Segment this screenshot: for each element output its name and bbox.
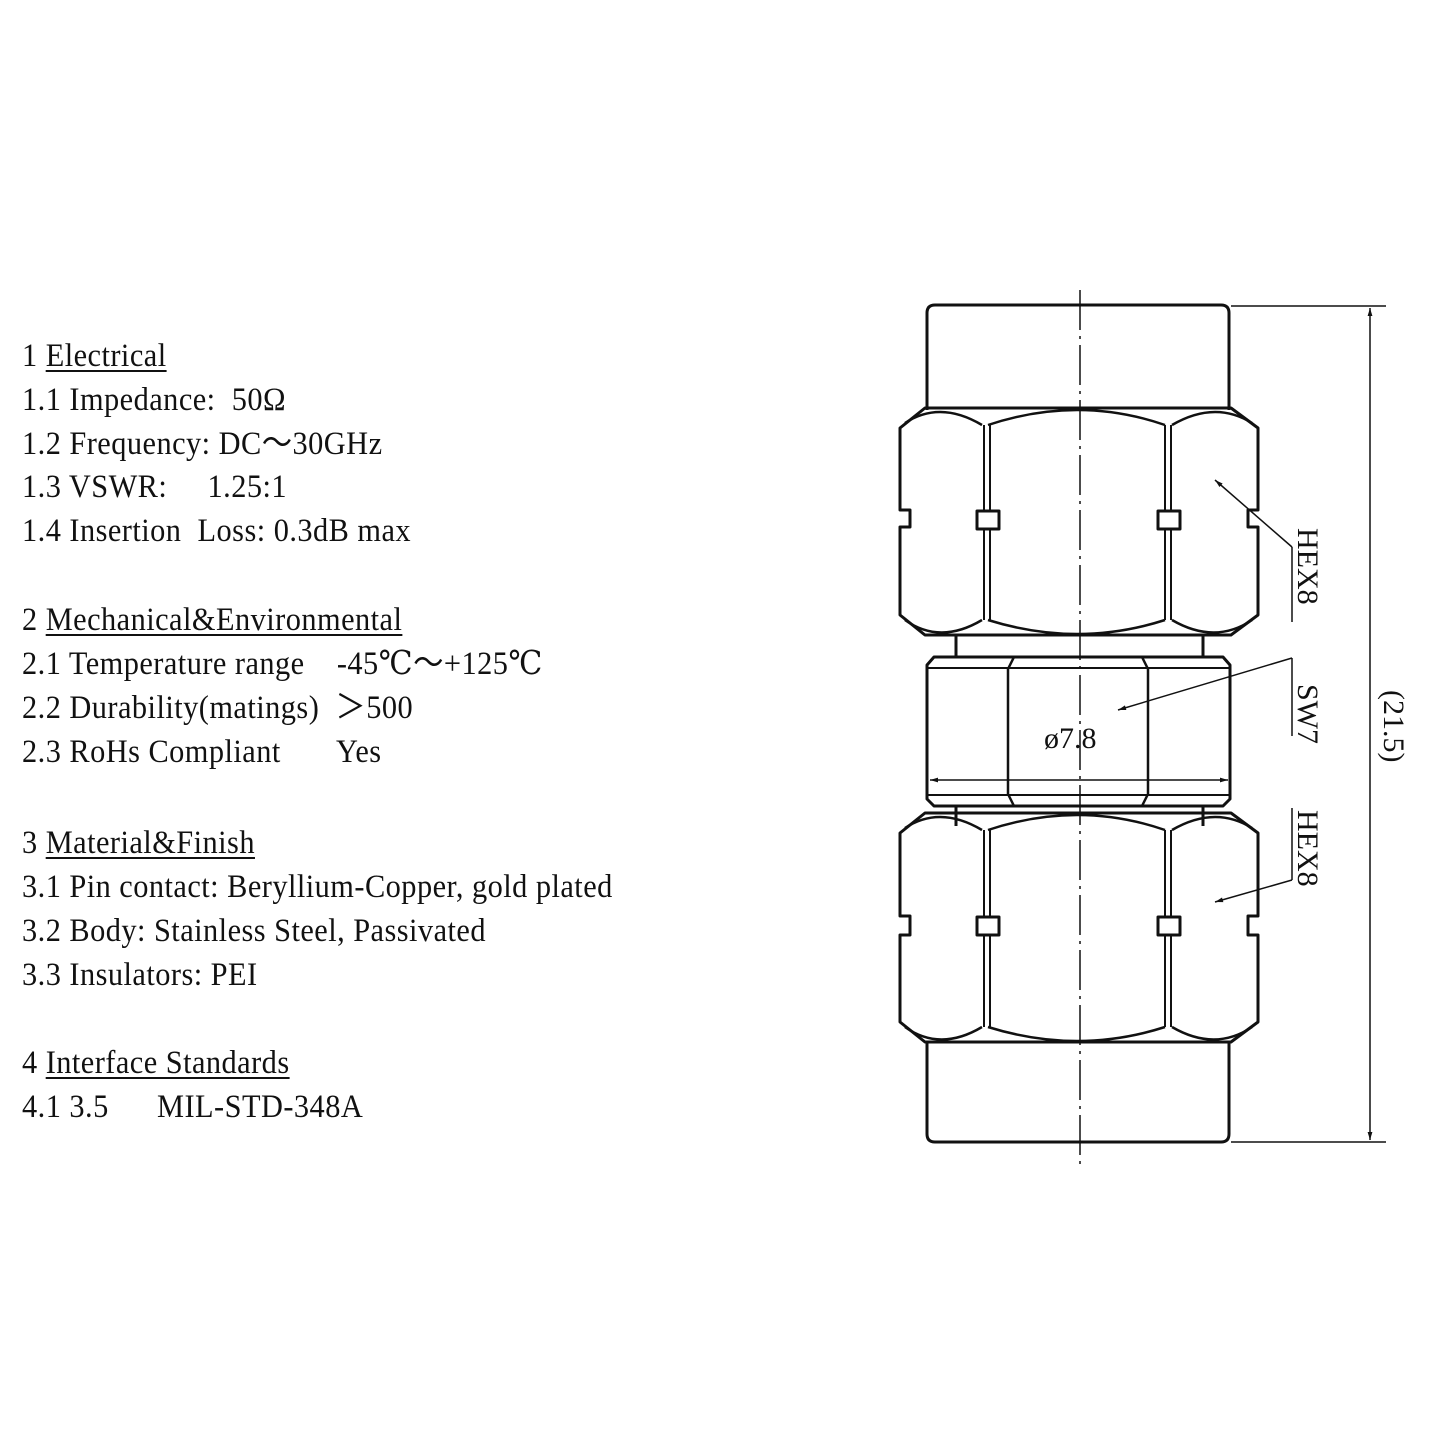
diameter-label: ø7.8 (1044, 722, 1097, 755)
bottom-hex-nut (898, 811, 1260, 1044)
hex-top-label: HEX8 (1291, 528, 1324, 605)
spec-vswr: 1.3 VSWR: 1.25:1 (22, 469, 288, 505)
sw-label: SW7 (1291, 684, 1324, 744)
middle-wrench-nut (925, 655, 1232, 808)
top-cap (925, 303, 1231, 410)
spec-durability: 2.2 Durability(matings) ＞500 (22, 690, 414, 726)
section-heading-mechanical: 2 Mechanical&Environmental (22, 602, 403, 638)
spec-temperature: 2.1 Temperature range -45℃～+125℃ (22, 646, 543, 682)
overall-length-label: (21.5) (1377, 690, 1410, 762)
section-heading-material: 3 Material&Finish (22, 825, 255, 861)
spec-body: 3.2 Body: Stainless Steel, Passivated (22, 913, 486, 949)
spec-rohs: 2.3 RoHs Compliant Yes (22, 734, 382, 770)
spec-interface-standard: 4.1 3.5 MIL-STD-348A (22, 1089, 364, 1125)
spec-insulators: 3.3 Insulators: PEI (22, 957, 258, 993)
spec-insertion-loss: 1.4 Insertion Loss: 0.3dB max (22, 513, 412, 549)
overall-length-dimension (1231, 305, 1386, 1143)
spec-frequency: 1.2 Frequency: DC～30GHz (22, 426, 383, 462)
hex-bottom-label: HEX8 (1291, 810, 1324, 887)
spec-impedance: 1.1 Impedance: 50Ω (22, 382, 286, 418)
section-heading-interface: 4 Interface Standards (22, 1045, 290, 1081)
section-heading-electrical: 1 Electrical (22, 338, 167, 374)
spec-pin-contact: 3.1 Pin contact: Beryllium-Copper, gold … (22, 869, 613, 905)
bottom-cap (925, 1043, 1231, 1144)
top-hex-nut (898, 406, 1260, 637)
